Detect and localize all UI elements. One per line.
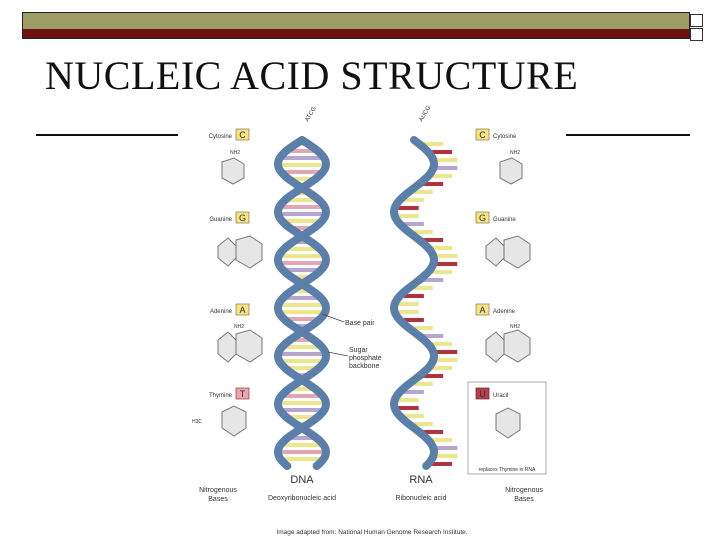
base-name: Guanine (493, 217, 516, 223)
dna-label: DNA (290, 474, 314, 486)
slide-title: NUCLEIC ACID STRUCTURE (45, 53, 579, 98)
badge-adenine-right (475, 303, 490, 316)
rna-strand (389, 136, 439, 470)
adenine-ring-b-right (503, 329, 531, 363)
badge-letter: C (239, 130, 246, 140)
badge-letter: U (479, 389, 486, 399)
guanine-ring-b-right (503, 235, 531, 269)
adenine-ring-b-left (235, 329, 263, 363)
uracil-note: replaces Thymine in RNA (479, 467, 536, 473)
thymine-ring-left (221, 405, 247, 437)
backbone-label-3: backbone (349, 363, 379, 370)
rna-label: RNA (409, 474, 433, 486)
base-name: Thymine (209, 393, 233, 399)
right-footer-line2: Bases (514, 496, 534, 503)
base-pair-label: Base pair (345, 320, 375, 327)
badge-thymine-left (235, 387, 250, 400)
backbone-label-1: Sugar (349, 347, 368, 354)
right-footer-line1: Nitrogenous (505, 487, 543, 494)
cytosine-ring-left (221, 157, 245, 185)
base-name: Adenine (493, 309, 516, 315)
left-bases-panel: C Cytosine NH2 G Guanine A Adenine NH2 T… (192, 128, 263, 503)
adenine-ring-a-left (217, 331, 237, 363)
base-name: Cytosine (493, 134, 517, 140)
backbone-leader (327, 351, 349, 357)
base-sub: H3C (192, 419, 202, 425)
badge-guanine-right (475, 211, 490, 224)
guanine-ring-b-left (235, 235, 263, 269)
badge-letter: A (479, 305, 485, 315)
base-name: Cytosine (209, 134, 233, 140)
base-sub: NH2 (510, 150, 520, 156)
dna-top-label: ATCG (305, 106, 318, 123)
corner-square-bottom (690, 28, 703, 41)
badge-guanine-left (235, 211, 250, 224)
top-band-accent (22, 29, 690, 39)
corner-square-top (690, 14, 703, 27)
adenine-ring-a-right (485, 331, 505, 363)
left-footer-line1: Nitrogenous (199, 487, 237, 494)
badge-cytosine-left (235, 128, 250, 141)
backbone-label-2: phosphate (349, 355, 382, 362)
right-bases-panel: C Cytosine NH2 G Guanine A Adenine NH2 U… (467, 128, 547, 503)
badge-letter: A (239, 305, 245, 315)
guanine-ring-a-right (485, 237, 505, 267)
base-sub: NH2 (230, 150, 240, 156)
dna-rna-figure: C Cytosine NH2 G Guanine A Adenine NH2 T… (192, 105, 547, 536)
guanine-ring-a-left (217, 237, 237, 267)
dna-double-helix (273, 136, 331, 470)
base-sub: NH2 (234, 324, 244, 330)
title-rule-left (36, 134, 178, 136)
rna-top-label: AUCG (419, 105, 433, 123)
title-rule-right (566, 134, 690, 136)
badge-adenine-left (235, 303, 250, 316)
cytosine-ring-right (499, 157, 523, 185)
base-sub: NH2 (510, 324, 520, 330)
badge-letter: C (479, 130, 486, 140)
badge-letter: G (239, 213, 246, 223)
uracil-ring-right (495, 407, 521, 439)
badge-letter: T (240, 389, 246, 399)
badge-uracil-right (475, 387, 490, 400)
dna-strand-a (273, 136, 331, 470)
base-pair-leader (321, 313, 345, 323)
rna-sublabel: Ribonucleic acid (396, 495, 447, 502)
top-band (22, 12, 690, 30)
dna-sublabel: Deoxyribonucleic acid (268, 495, 336, 502)
rna-single-strand (389, 136, 439, 470)
badge-cytosine-right (475, 128, 490, 141)
dna-strand-b (273, 136, 331, 470)
image-credit: Image adapted from: National Human Genom… (276, 529, 467, 536)
base-name: Uracil (493, 393, 508, 399)
uracil-box (467, 381, 547, 475)
left-footer-line2: Bases (208, 496, 228, 503)
badge-letter: G (479, 213, 486, 223)
base-name: Guanine (209, 217, 232, 223)
base-name: Adenine (210, 309, 233, 315)
